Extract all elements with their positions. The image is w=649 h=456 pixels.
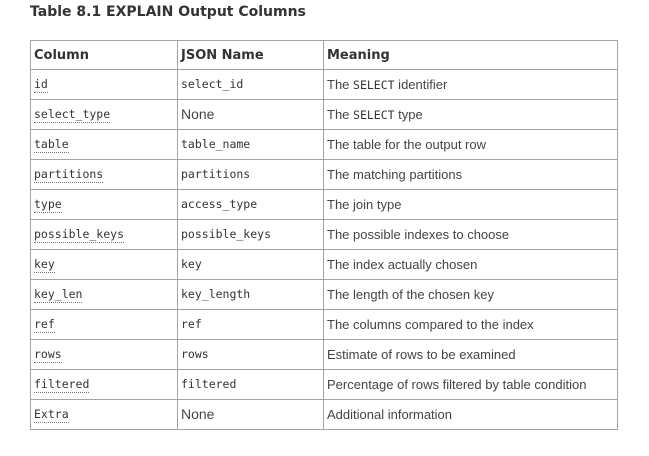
table-row: possible_keys possible_keys The possible i… xyxy=(30,219,618,250)
json-name-text: access_type xyxy=(181,197,258,211)
meaning-text: The join type xyxy=(327,197,402,212)
meaning-keyword: SELECT xyxy=(353,78,395,92)
table-row: type access_type The join type xyxy=(30,189,618,220)
json-name-cell: access_type xyxy=(177,189,324,220)
meaning-cell: The matching partitions xyxy=(323,159,618,190)
meaning-cell: Additional information xyxy=(323,399,618,430)
json-name-cell: partitions xyxy=(177,159,324,190)
column-cell: type xyxy=(30,189,178,220)
json-name-text: key xyxy=(181,257,202,271)
table-row: partitions partitions The matching partiti… xyxy=(30,159,618,190)
json-name-cell: filtered xyxy=(177,369,324,400)
json-name-cell: table_name xyxy=(177,129,324,160)
column-name-link[interactable]: select_type xyxy=(34,107,111,123)
column-cell: id xyxy=(30,69,178,100)
column-header: Column xyxy=(30,40,178,70)
column-name-link[interactable]: id xyxy=(34,77,48,93)
meaning-text-suffix: type xyxy=(394,107,423,122)
json-name-cell: possible_keys xyxy=(177,219,324,250)
column-name-link[interactable]: table xyxy=(34,137,69,153)
meaning-cell: The SELECT type xyxy=(323,99,618,130)
json-name-cell: None xyxy=(177,399,324,430)
column-cell: table xyxy=(30,129,178,160)
meaning-text: The matching partitions xyxy=(327,167,463,182)
json-name-text: None xyxy=(181,406,215,422)
json-name-cell: select_id xyxy=(177,69,324,100)
meaning-text: The table for the output row xyxy=(327,137,486,152)
json-name-cell: None xyxy=(177,99,324,130)
meaning-cell: The index actually chosen xyxy=(323,249,618,280)
json-name-text: key_length xyxy=(181,287,251,301)
column-name-link[interactable]: type xyxy=(34,197,62,213)
json-name-header: JSON Name xyxy=(177,40,324,70)
json-name-cell: rows xyxy=(177,339,324,370)
json-name-cell: key_length xyxy=(177,279,324,310)
json-name-text: partitions xyxy=(181,167,251,181)
meaning-cell: The table for the output row xyxy=(323,129,618,160)
table-row: table table_name The table for the output … xyxy=(30,129,618,160)
column-cell: possible_keys xyxy=(30,219,178,250)
json-name-text: possible_keys xyxy=(181,227,272,241)
table-row: key_len key_length The length of the chose… xyxy=(30,279,618,310)
column-name-link[interactable]: partitions xyxy=(34,167,104,183)
table-row: id select_id The SELECT identifier xyxy=(30,69,618,100)
column-name-link[interactable]: filtered xyxy=(34,377,90,393)
meaning-cell: The length of the chosen key xyxy=(323,279,618,310)
column-cell: rows xyxy=(30,339,178,370)
meaning-text: The xyxy=(327,107,354,122)
table-row: key key The index actually chosen xyxy=(30,249,618,280)
json-name-text: rows xyxy=(181,347,209,361)
table-row: filtered filtered Percentage of rows filte… xyxy=(30,369,618,400)
json-name-text: select_id xyxy=(181,77,244,91)
column-cell: ref xyxy=(30,309,178,340)
meaning-cell: Estimate of rows to be examined xyxy=(323,339,618,370)
meaning-keyword: SELECT xyxy=(353,108,395,122)
meaning-header: Meaning xyxy=(323,40,618,70)
column-cell: key xyxy=(30,249,178,280)
column-cell: select_type xyxy=(30,99,178,130)
table-caption: Table 8.1 EXPLAIN Output Columns xyxy=(30,4,306,20)
meaning-text: The length of the chosen key xyxy=(327,287,494,302)
meaning-cell: The columns compared to the index xyxy=(323,309,618,340)
meaning-text: The possible indexes to choose xyxy=(327,227,510,242)
column-name-link[interactable]: key_len xyxy=(34,287,83,303)
meaning-text: Additional information xyxy=(327,407,453,422)
meaning-text: Percentage of rows filtered by table con… xyxy=(327,377,587,392)
meaning-text: The columns compared to the index xyxy=(327,317,534,332)
meaning-text-suffix: identifier xyxy=(394,77,448,92)
meaning-text: Estimate of rows to be examined xyxy=(327,347,516,362)
table-row: Extra None Additional information xyxy=(30,399,618,430)
json-name-text: None xyxy=(181,106,215,122)
json-name-cell: ref xyxy=(177,309,324,340)
column-cell: filtered xyxy=(30,369,178,400)
json-name-text: table_name xyxy=(181,137,251,151)
meaning-cell: The join type xyxy=(323,189,618,220)
column-cell: key_len xyxy=(30,279,178,310)
meaning-text: The index actually chosen xyxy=(327,257,478,272)
column-cell: partitions xyxy=(30,159,178,190)
column-cell: Extra xyxy=(30,399,178,430)
meaning-text: The xyxy=(327,77,354,92)
json-name-text: filtered xyxy=(181,377,237,391)
meaning-cell: Percentage of rows filtered by table con… xyxy=(323,369,618,400)
json-name-cell: key xyxy=(177,249,324,280)
table-row: select_type None The SELECT type xyxy=(30,99,618,130)
column-name-link[interactable]: ref xyxy=(34,317,55,333)
table-row: ref ref The columns compared to the index xyxy=(30,309,618,340)
column-name-link[interactable]: key xyxy=(34,257,55,273)
table-header-row: Column JSON Name Meaning xyxy=(30,40,618,70)
column-name-link[interactable]: Extra xyxy=(34,407,69,423)
column-name-link[interactable]: rows xyxy=(34,347,62,363)
meaning-cell: The SELECT identifier xyxy=(323,69,618,100)
json-name-text: ref xyxy=(181,317,202,331)
column-name-link[interactable]: possible_keys xyxy=(34,227,125,243)
meaning-cell: The possible indexes to choose xyxy=(323,219,618,250)
table-row: rows rows Estimate of rows to be examined xyxy=(30,339,618,370)
